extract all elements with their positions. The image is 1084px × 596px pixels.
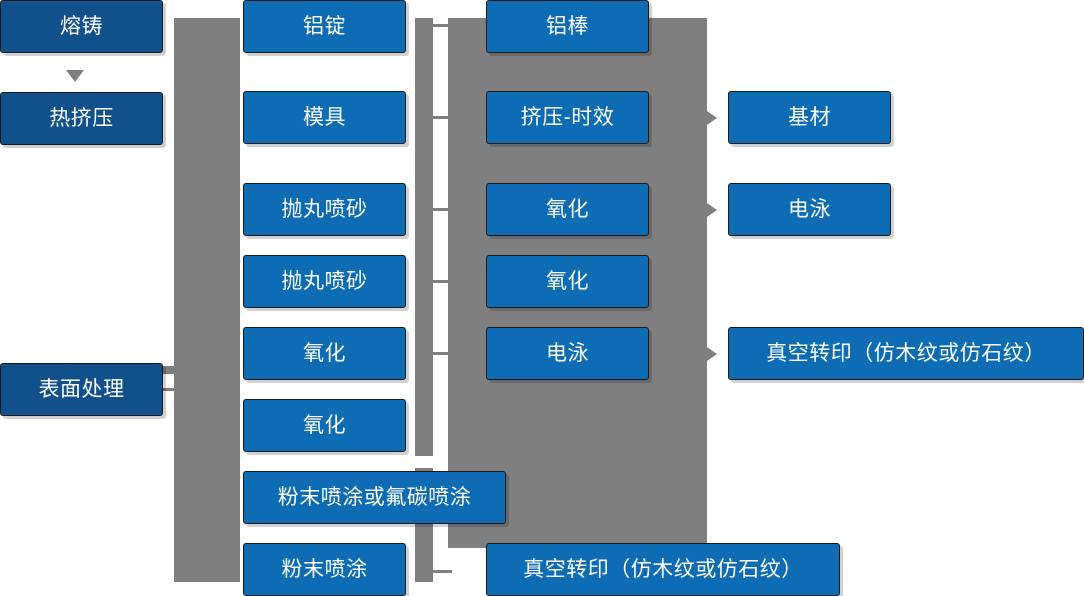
arrow-band-to-col4-3 (707, 347, 717, 361)
connector-bridge-4 (430, 280, 452, 283)
arrow-trunk-to-col2-8 (222, 561, 234, 579)
label-col3-oxidation-1: 氧化 (546, 197, 589, 221)
node-col2-oxidation-2[interactable]: 氧化 (243, 399, 406, 452)
arrow-trunk-to-col2-5 (222, 345, 234, 363)
label-col3-aluminum-bar: 铝棒 (546, 14, 589, 38)
arrow-trunk-to-col2-1 (222, 18, 234, 36)
label-col2-oxidation-1: 氧化 (303, 341, 346, 365)
connector-trunk-left-lower (174, 374, 240, 582)
label-col2-shot-blasting-2: 抛丸喷砂 (281, 269, 368, 293)
node-col2-shot-blasting-1[interactable]: 抛丸喷砂 (243, 183, 406, 236)
label-col4-electrophoresis: 电泳 (788, 197, 831, 221)
node-col3-aluminum-bar[interactable]: 铝棒 (486, 0, 649, 53)
connector-rail-col2-upper (415, 18, 433, 456)
label-col3-vacuum-transfer: 真空转印（仿木纹或仿石纹） (523, 557, 803, 581)
arrow-trunk-to-col2-6 (222, 417, 234, 435)
connector-bridge-3 (430, 208, 452, 211)
arrow-band-to-col4-2 (707, 203, 717, 217)
node-col2-powder-coating[interactable]: 粉末喷涂 (243, 543, 406, 596)
label-col2-aluminum-ingot: 铝锭 (303, 14, 346, 38)
arrow-trunk-to-col2-3 (222, 201, 234, 219)
arrow-trunk-to-col2-2 (222, 109, 234, 127)
node-col2-shot-blasting-2[interactable]: 抛丸喷砂 (243, 255, 406, 308)
node-col4-base-material[interactable]: 基材 (728, 91, 891, 144)
stage-box-surface-treatment[interactable]: 表面处理 (0, 363, 163, 416)
arrow-trunk-to-col2-4 (222, 273, 234, 291)
label-col4-vacuum-transfer: 真空转印（仿木纹或仿石纹） (766, 341, 1046, 365)
node-col4-vacuum-transfer[interactable]: 真空转印（仿木纹或仿石纹） (728, 327, 1084, 380)
connector-bridge-1 (430, 24, 452, 27)
arrow-trunk-to-col2-7 (222, 489, 234, 507)
label-col2-oxidation-2: 氧化 (303, 413, 346, 437)
node-col4-electrophoresis[interactable]: 电泳 (728, 183, 891, 236)
connector-bridge-2 (430, 116, 452, 119)
label-col2-mold: 模具 (303, 105, 346, 129)
label-col4-base-material: 基材 (788, 105, 831, 129)
node-col3-oxidation-2[interactable]: 氧化 (486, 255, 649, 308)
label-col3-extrusion-aging: 挤压-时效 (520, 105, 615, 129)
arrow-band-to-col4-1 (707, 111, 717, 125)
label-col2-powder-or-fluorocarbon-coating: 粉末喷涂或氟碳喷涂 (277, 485, 472, 509)
node-col3-vacuum-transfer[interactable]: 真空转印（仿木纹或仿石纹） (486, 543, 840, 596)
stage-box-hot-extrusion[interactable]: 热挤压 (0, 92, 163, 145)
node-col3-oxidation-1[interactable]: 氧化 (486, 183, 649, 236)
node-col2-oxidation-1[interactable]: 氧化 (243, 327, 406, 380)
label-col2-powder-coating: 粉末喷涂 (281, 557, 368, 581)
connector-surface-treatment-stub (163, 388, 187, 391)
connector-bridge-6 (430, 570, 452, 573)
label-col2-shot-blasting-1: 抛丸喷砂 (281, 197, 368, 221)
arrow-melt-cast-to-hot-extrusion (66, 70, 84, 82)
node-col2-powder-or-fluorocarbon-coating[interactable]: 粉末喷涂或氟碳喷涂 (243, 471, 506, 524)
node-col2-mold[interactable]: 模具 (243, 91, 406, 144)
stage-label-hot-extrusion: 热挤压 (49, 106, 114, 130)
stage-box-melt-cast[interactable]: 熔铸 (0, 0, 163, 53)
label-col3-oxidation-2: 氧化 (546, 269, 589, 293)
stage-label-surface-treatment: 表面处理 (38, 377, 125, 401)
node-col2-aluminum-ingot[interactable]: 铝锭 (243, 0, 406, 53)
connector-trunk-left-upper (174, 18, 240, 374)
stage-label-melt-cast: 熔铸 (60, 14, 103, 38)
node-col3-electrophoresis[interactable]: 电泳 (486, 327, 649, 380)
label-col3-electrophoresis: 电泳 (546, 341, 589, 365)
node-col3-extrusion-aging[interactable]: 挤压-时效 (486, 91, 649, 144)
connector-bridge-5 (430, 352, 452, 355)
